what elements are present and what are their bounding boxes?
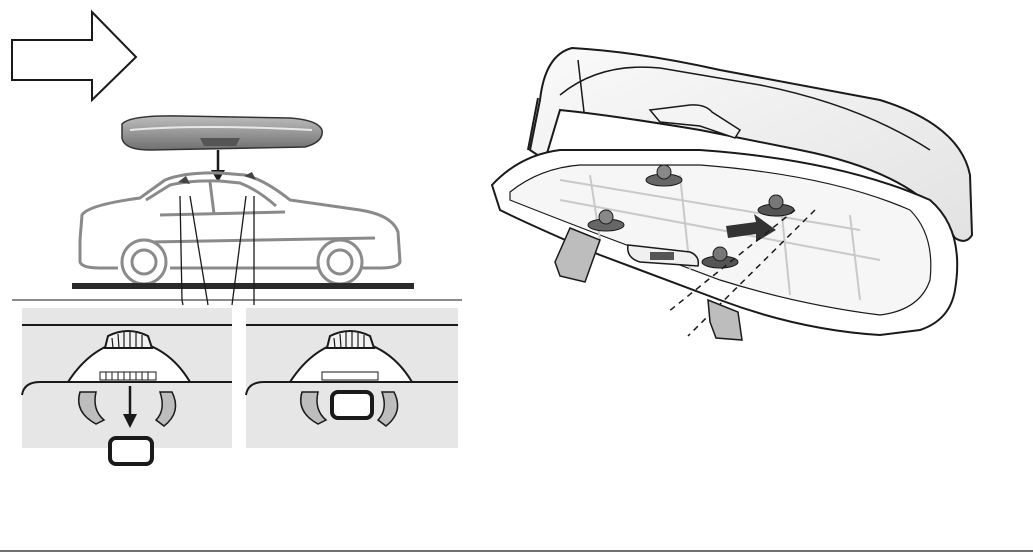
car-front-wheel — [120, 238, 168, 286]
next-step-arrow-icon — [11, 9, 138, 103]
down-arrow-icon — [123, 414, 137, 428]
roof-bar-leg-right — [707, 298, 743, 341]
down-arrow-icon — [211, 150, 225, 182]
detail-panel-left — [21, 308, 232, 466]
clamp-knob-right — [288, 330, 414, 383]
roof-box-small — [121, 115, 323, 151]
rubber-pad-removed — [108, 436, 154, 466]
mount-knob-3 — [757, 194, 795, 217]
clamp-claw-right-b — [376, 391, 399, 427]
detail-panel-right — [245, 308, 458, 448]
slide-arrow-icon — [726, 214, 776, 242]
road-surface — [72, 283, 414, 289]
clamp-claw-right-a — [300, 391, 328, 425]
clamp-claw-left-a — [78, 391, 106, 425]
mount-knob-2 — [587, 209, 625, 232]
clamp-knob-left — [66, 330, 192, 383]
open-roof-box — [490, 46, 974, 341]
alignment-dashed-lines — [667, 209, 816, 337]
roof-bar-leg-left — [554, 227, 601, 283]
car-rear-wheel — [316, 238, 364, 286]
rubber-pad-installed — [330, 390, 374, 420]
roof-box-lid — [528, 46, 974, 242]
clamp-claw-left-b — [154, 391, 177, 427]
mount-knob-1 — [645, 164, 683, 187]
mount-knob-4 — [701, 246, 739, 269]
roof-rack-feet — [178, 172, 256, 184]
